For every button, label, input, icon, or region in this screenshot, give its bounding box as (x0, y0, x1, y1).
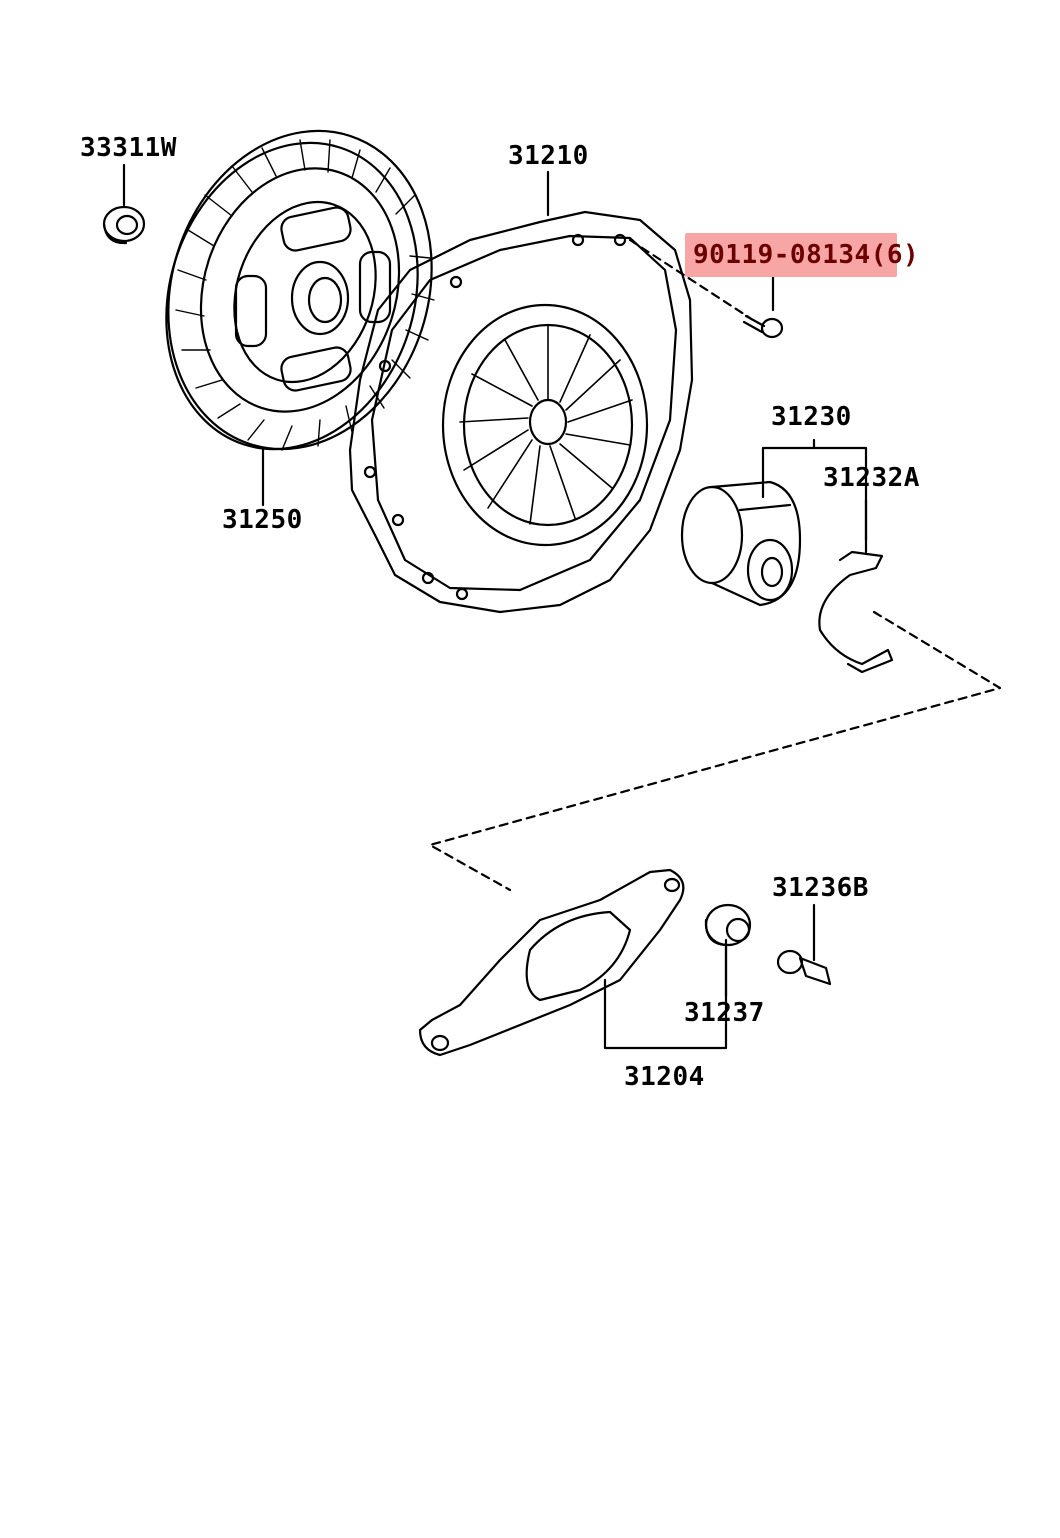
part-label-31250[interactable]: 31250 (222, 505, 303, 535)
part-label-31237[interactable]: 31237 (684, 998, 765, 1028)
bolt-icon (628, 238, 784, 339)
part-label-31232a[interactable]: 31232A (823, 463, 920, 493)
clutch-disc-icon (165, 129, 435, 507)
hub-clip-icon (428, 498, 1002, 892)
part-label-90119-08134[interactable]: 90119-08134(6) (693, 240, 920, 270)
part-label-31204[interactable]: 31204 (624, 1062, 705, 1092)
part-label-31236b[interactable]: 31236B (772, 873, 869, 903)
release-fork-icon (418, 868, 728, 1057)
pivot-stud-icon (776, 903, 832, 986)
part-label-33311w[interactable]: 33311W (80, 133, 177, 163)
part-label-31230[interactable]: 31230 (771, 402, 852, 432)
clutch-cover-icon (348, 170, 694, 614)
pilot-bearing-icon (102, 163, 146, 245)
fork-boot-icon (704, 903, 752, 998)
part-highlight (685, 233, 897, 277)
part-label-31210[interactable]: 31210 (508, 141, 589, 171)
release-bearing-icon (680, 438, 868, 607)
